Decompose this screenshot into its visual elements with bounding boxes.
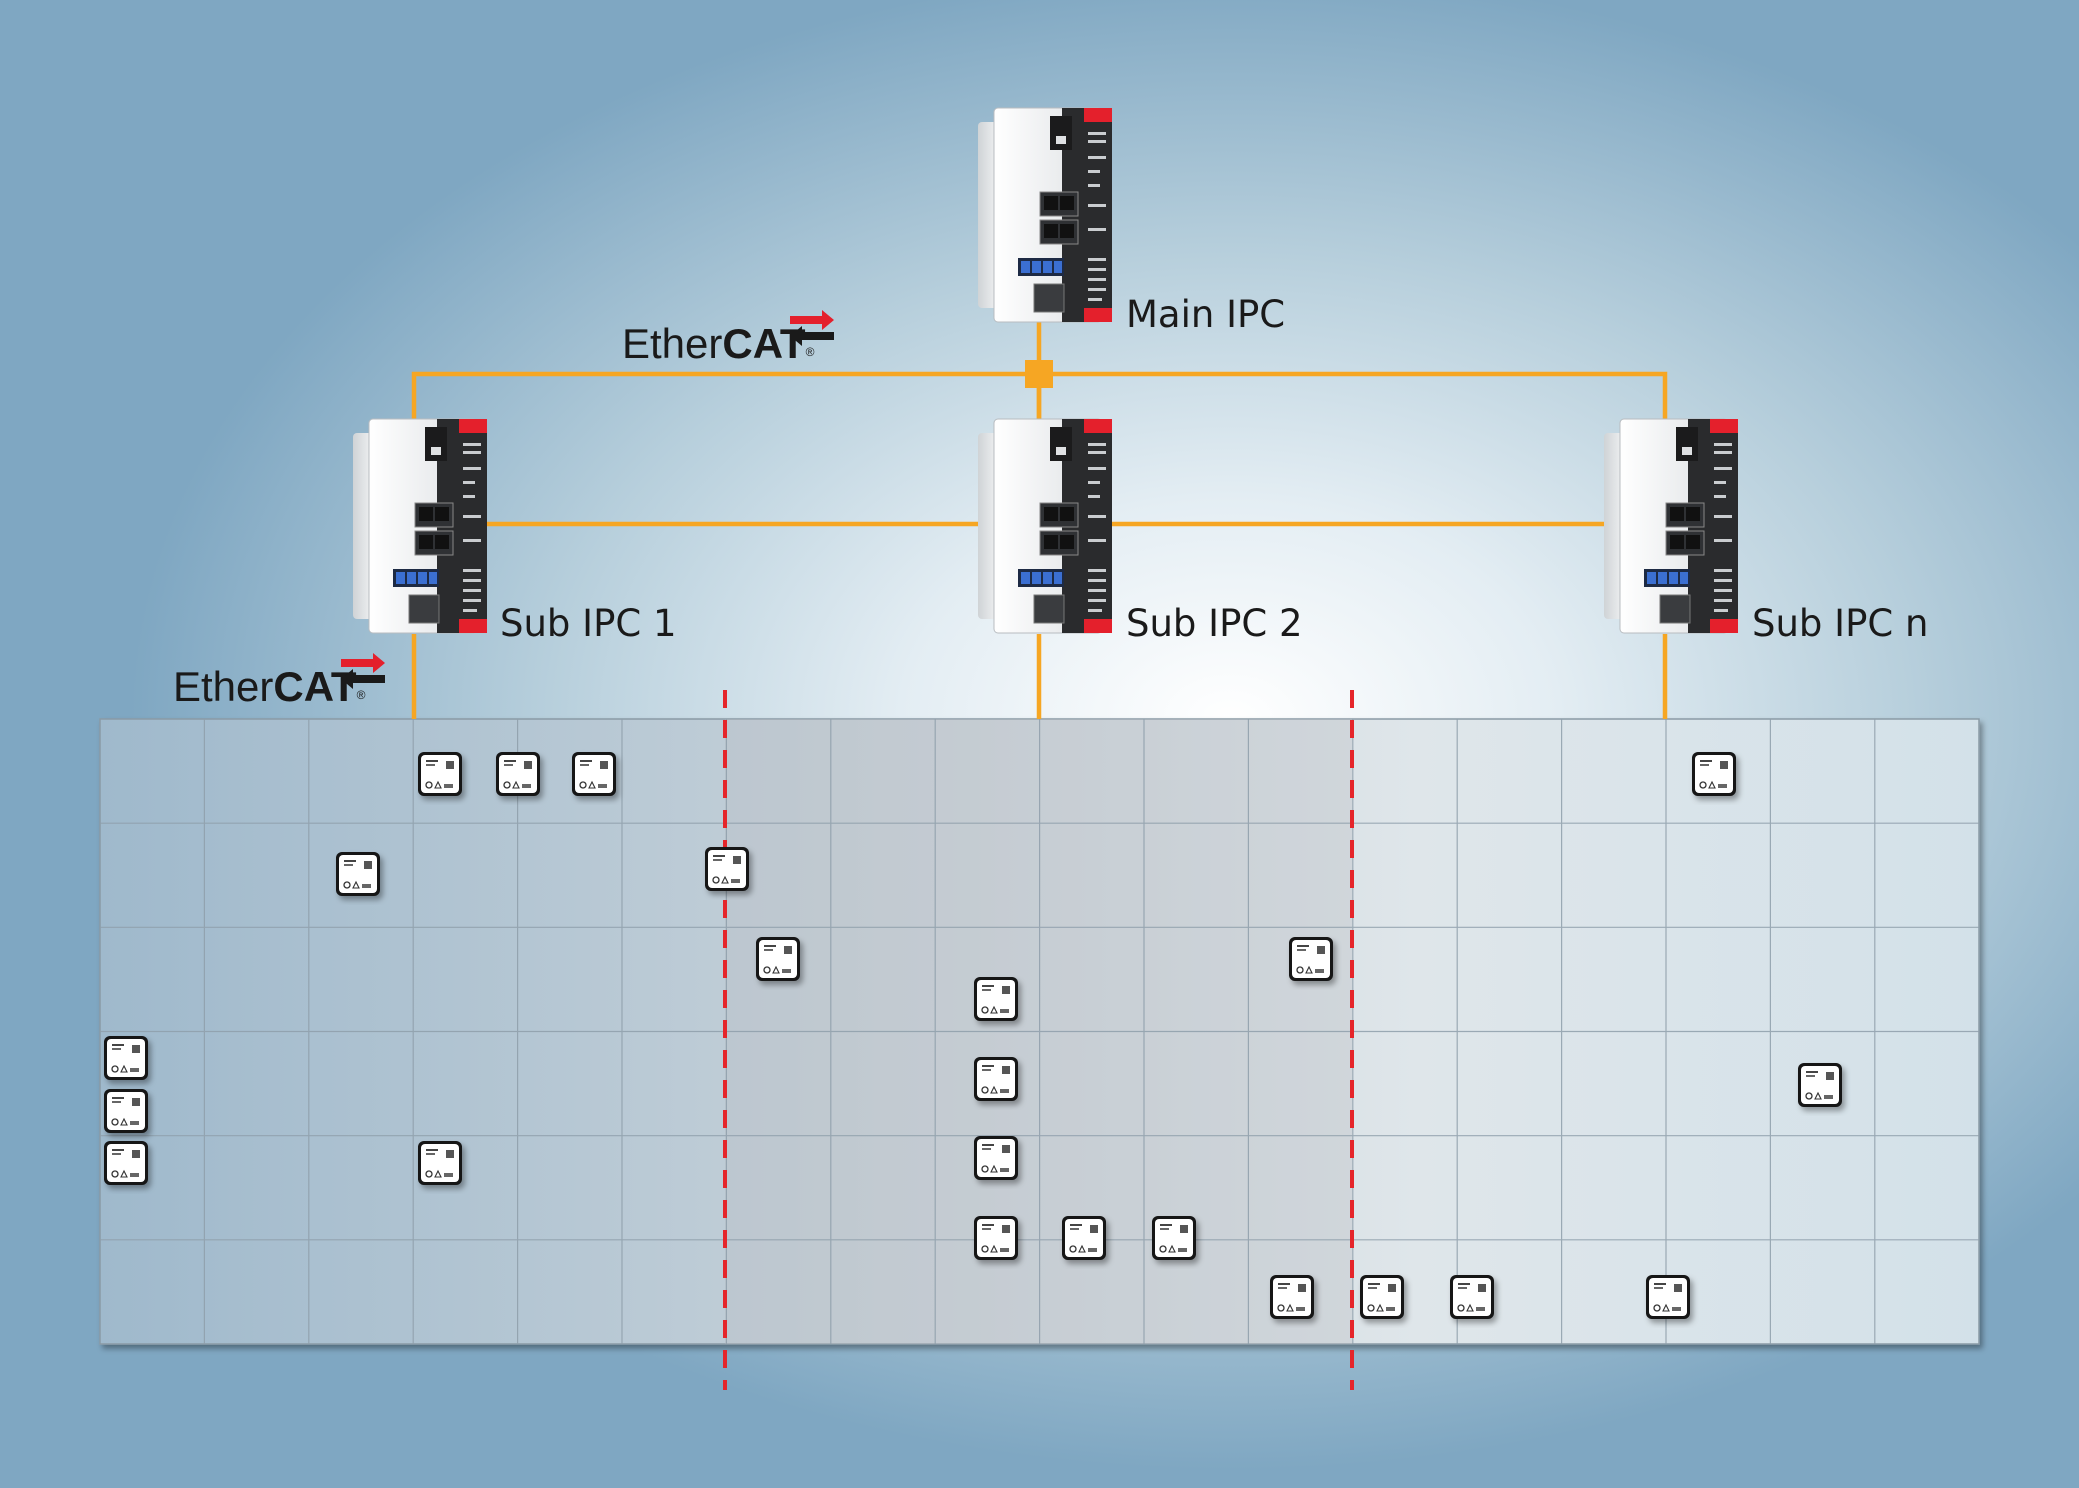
mover-floor-grid — [99, 718, 1980, 1345]
mover-icon — [973, 1215, 1019, 1261]
mover-icon — [1359, 1274, 1405, 1320]
ethercat-logo-upper: EtherCAT® — [622, 310, 834, 367]
mover-icon — [755, 936, 801, 982]
mover-icon — [704, 846, 750, 892]
sub-ipc-1-label: Sub IPC 1 — [500, 602, 677, 645]
mover-icon — [1449, 1274, 1495, 1320]
sub-ipc-2-label: Sub IPC 2 — [1126, 602, 1303, 645]
mover-icon — [335, 851, 381, 897]
svg-text:EtherCAT®: EtherCAT® — [173, 663, 366, 710]
mover-icon — [1288, 936, 1334, 982]
mover-icon — [973, 1056, 1019, 1102]
ethercat-logo-lower: EtherCAT® — [173, 653, 385, 710]
mover-icon — [1269, 1274, 1315, 1320]
mover-icon — [103, 1088, 149, 1134]
svg-text:EtherCAT®: EtherCAT® — [622, 320, 815, 367]
main-ipc-controller-icon — [977, 107, 1113, 323]
mover-icon — [1691, 751, 1737, 797]
main-ipc-label: Main IPC — [1126, 293, 1285, 336]
mover-icon — [571, 751, 617, 797]
mover-icon — [1061, 1215, 1107, 1261]
mover-icon — [973, 1135, 1019, 1181]
mover-icon — [1151, 1215, 1197, 1261]
ethercat-junction-icon — [1025, 360, 1053, 388]
mover-icon — [495, 751, 541, 797]
ethercat-arrows-icon — [341, 653, 385, 689]
ethercat-arrows-icon — [790, 310, 834, 346]
mover-icon — [973, 976, 1019, 1022]
sub-ipc-1-controller-icon — [352, 418, 488, 634]
mover-icon — [1797, 1062, 1843, 1108]
sub-ipc-2-controller-icon — [977, 418, 1113, 634]
mover-icon — [103, 1140, 149, 1186]
mover-icon — [417, 1140, 463, 1186]
mover-icon — [103, 1035, 149, 1081]
mover-icon — [1645, 1274, 1691, 1320]
sub-ipc-n-label: Sub IPC n — [1752, 602, 1928, 645]
mover-icon — [417, 751, 463, 797]
sub-ipc-n-controller-icon — [1603, 418, 1739, 634]
